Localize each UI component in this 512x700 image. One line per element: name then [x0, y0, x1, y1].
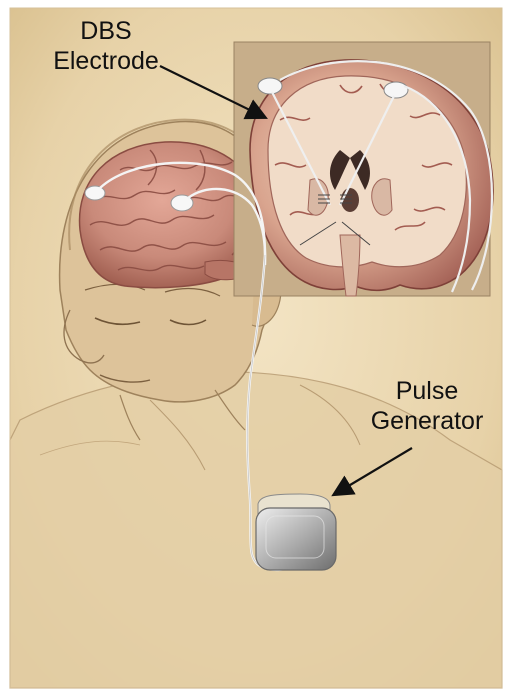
- generator-label: Pulse Generator: [352, 376, 502, 436]
- electrode-contact: [384, 82, 408, 98]
- pulse-generator-device: [256, 494, 336, 570]
- electrode-contact: [85, 186, 105, 200]
- electrode-label-line2: Electrode: [46, 46, 166, 76]
- electrode-label-line1: DBS: [46, 16, 166, 46]
- electrode-contact: [258, 78, 282, 94]
- generator-label-line1: Pulse: [352, 376, 502, 406]
- electrode-label: DBS Electrode: [46, 16, 166, 76]
- generator-label-line2: Generator: [352, 406, 502, 436]
- brain-coronal-section: [234, 42, 493, 296]
